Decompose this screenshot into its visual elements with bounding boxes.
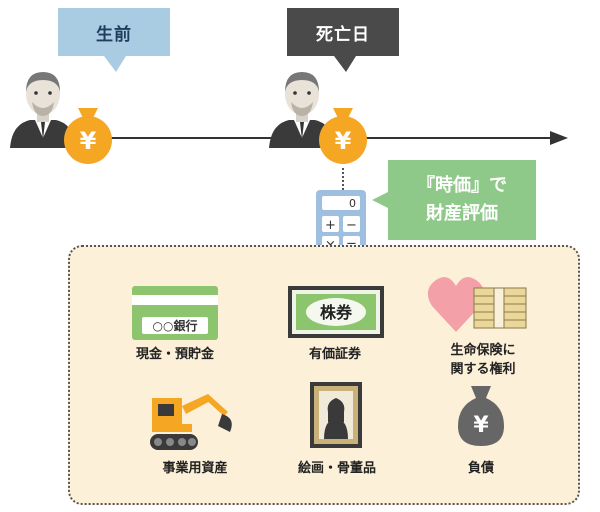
calculator-display: 0 xyxy=(349,197,356,210)
business-assets-label: 事業用資産 xyxy=(162,461,228,476)
cash-label: 現金・預貯金 xyxy=(135,347,214,362)
valuation-line1: 『時価』で xyxy=(417,175,507,196)
before-death-bubble: 生前 xyxy=(58,8,170,56)
debt-bag-icon: ¥ xyxy=(458,386,504,446)
death-date-bubble-tail xyxy=(334,56,356,72)
art-label: 絵画・骨董品 xyxy=(297,461,376,476)
debt-bag-symbol: ¥ xyxy=(473,413,489,438)
timeline-arrow-icon xyxy=(550,131,568,145)
portrait-frame-icon xyxy=(310,382,362,448)
valuation-line2: 財産評価 xyxy=(426,203,498,224)
bank-card-text: ○○銀行 xyxy=(153,318,198,333)
heart-money-icon xyxy=(427,277,527,332)
insurance-label-line1: 生命保険に xyxy=(450,343,516,358)
bank-card-icon: ○○銀行 xyxy=(132,286,218,340)
connector-dots xyxy=(342,168,344,190)
death-date-bubble: 死亡日 xyxy=(287,8,399,56)
before-death-label: 生前 xyxy=(96,24,132,45)
before-death-bubble-tail xyxy=(104,56,126,72)
coin-symbol: ¥ xyxy=(80,127,97,155)
debt-label: 負債 xyxy=(467,461,494,476)
valuation-box-tail xyxy=(372,192,388,208)
excavator-icon xyxy=(150,394,232,450)
calc-key-plus: + xyxy=(325,218,336,233)
calc-key-minus: − xyxy=(346,218,357,233)
certificate-text: 株券 xyxy=(320,303,353,322)
valuation-box: 『時価』で 財産評価 xyxy=(388,160,536,240)
coin-bag-icon: ¥ xyxy=(64,108,112,164)
death-date-label: 死亡日 xyxy=(316,24,370,45)
coin-bag-icon: ¥ xyxy=(319,108,367,164)
insurance-label: 生命保険に 関する権利 xyxy=(418,341,548,379)
insurance-label-line2: 関する権利 xyxy=(450,362,516,377)
stock-certificate-icon: 株券 xyxy=(288,286,384,338)
securities-label: 有価証券 xyxy=(308,347,361,362)
person-icon xyxy=(269,72,335,148)
person-icon xyxy=(10,72,76,148)
coin-symbol: ¥ xyxy=(335,127,352,155)
